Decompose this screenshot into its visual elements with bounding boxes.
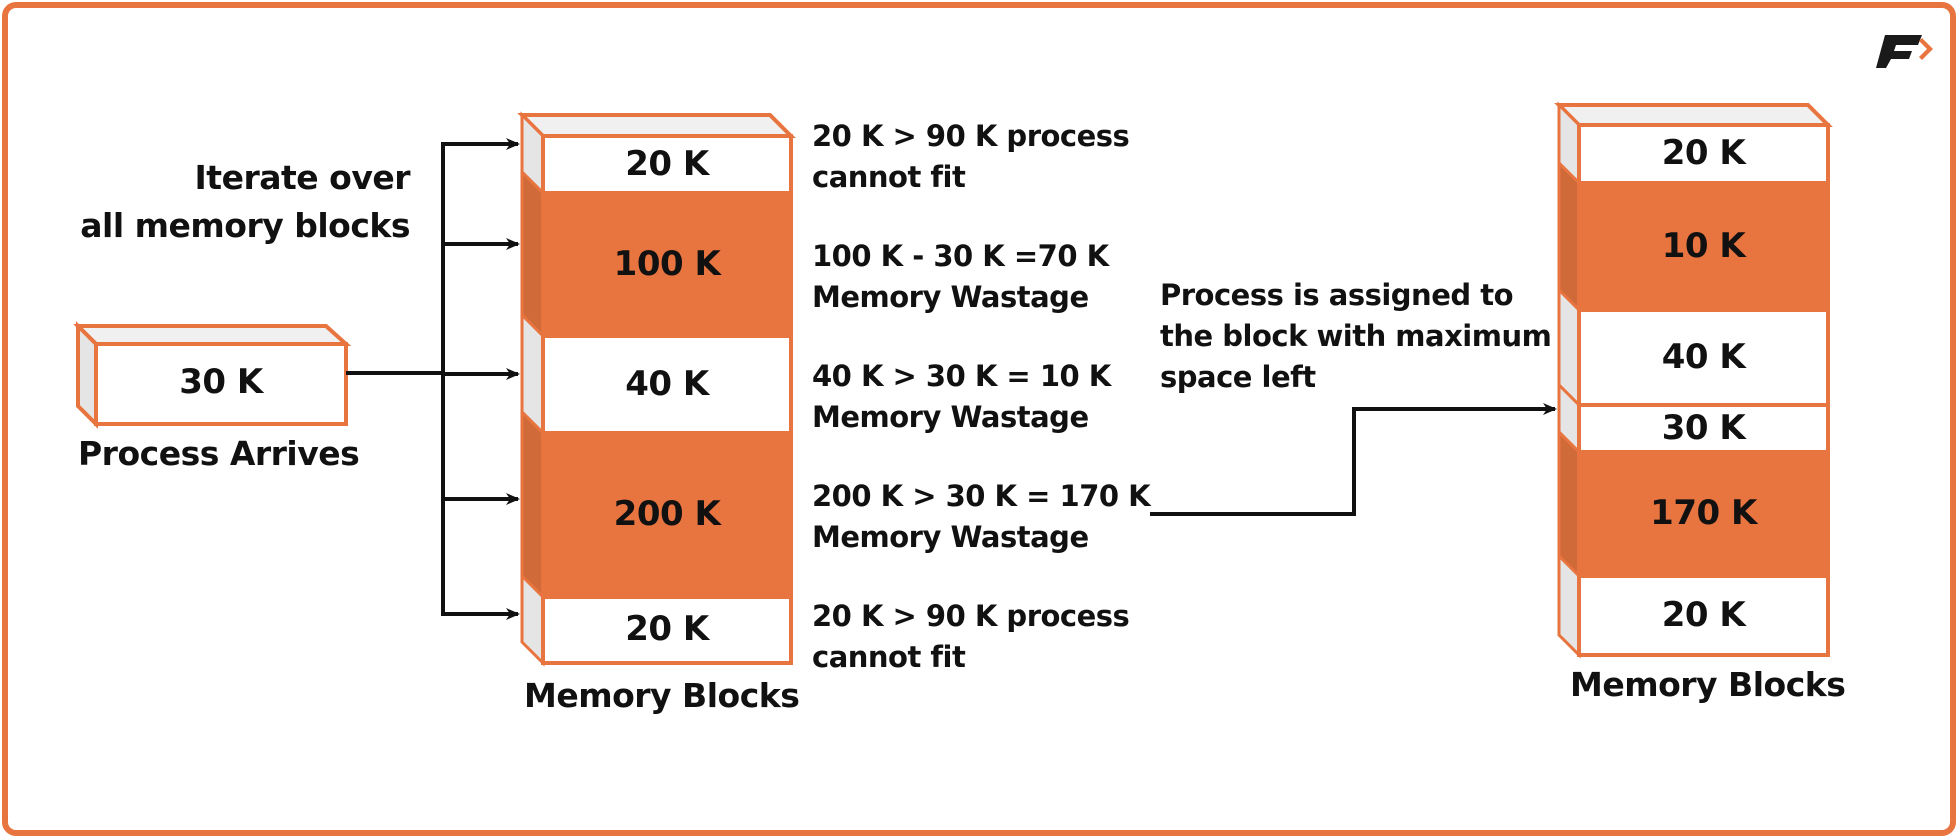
initial-memory-block-label: 100 K	[613, 243, 721, 284]
annotation-block-3: 40 K > 30 K = 10 K Memory Wastage	[812, 356, 1111, 438]
iterate-label: Iterate over all memory blocks	[60, 154, 410, 250]
final-memory-column	[1554, 101, 1833, 659]
annotation-block-5: 20 K > 90 K process cannot fit	[812, 596, 1130, 678]
annotation-line: 200 K > 30 K = 170 K	[812, 479, 1151, 513]
annotation-line: Memory Wastage	[812, 280, 1089, 314]
final-memory-block	[1577, 308, 1830, 407]
final-memory-block-label: 40 K	[1661, 336, 1746, 377]
process-box-front	[94, 342, 348, 426]
final-memory-top-face	[1554, 103, 1833, 127]
initial-memory-top-face	[517, 113, 796, 138]
assignment-note-line-2: the block with maximum	[1160, 319, 1552, 353]
assignment-note-line-3: space left	[1160, 360, 1316, 394]
final-memory-block-label: 30 K	[1661, 407, 1746, 448]
initial-memory-block-side	[520, 408, 545, 601]
annotation-line: Memory Wastage	[812, 400, 1089, 434]
process-box-side	[76, 321, 98, 429]
initial-memory-block	[541, 595, 793, 665]
annotation-line: cannot fit	[812, 160, 966, 194]
initial-memory-block-side	[520, 168, 545, 340]
annotation-block-1: 20 K > 90 K process cannot fit	[812, 116, 1130, 198]
final-memory-caption: Memory Blocks	[1570, 665, 1846, 704]
brand-logo-icon	[1876, 35, 1933, 68]
initial-memory-block-label: 40 K	[625, 363, 709, 404]
initial-memory-block-label: 200 K	[613, 494, 721, 534]
process-box-top	[73, 324, 352, 346]
annotation-line: 40 K > 30 K = 10 K	[812, 359, 1111, 393]
final-memory-block-label: 170 K	[1650, 493, 1757, 533]
final-memory-block-label: 20 K	[1661, 133, 1746, 173]
initial-memory-block-label: 20 K	[625, 143, 709, 184]
initial-memory-column	[517, 111, 796, 667]
annotation-line: Memory Wastage	[812, 520, 1089, 554]
annotation-block-2: 100 K - 30 K =70 K Memory Wastage	[812, 236, 1109, 318]
process-caption: Process Arrives	[78, 434, 360, 473]
final-memory-block-side	[1557, 159, 1581, 314]
annotation-line: 20 K > 90 K process	[812, 599, 1130, 633]
annotation-line: cannot fit	[812, 640, 966, 674]
iterate-label-line-1: Iterate over	[194, 158, 411, 197]
assignment-note: Process is assigned to the block with ma…	[1160, 275, 1552, 398]
assignment-note-line-1: Process is assigned to	[1160, 278, 1514, 312]
annotation-block-4: 200 K > 30 K = 170 K Memory Wastage	[812, 476, 1151, 558]
final-memory-block	[1577, 403, 1830, 454]
assignment-arrow	[1150, 403, 1557, 516]
process-box	[73, 321, 352, 429]
initial-memory-block	[541, 334, 793, 435]
final-memory-block	[1577, 181, 1830, 312]
iterate-label-line-2: all memory blocks	[80, 206, 410, 245]
final-memory-block-label: 20 K	[1661, 594, 1746, 635]
initial-memory-block-label: 20 K	[625, 609, 709, 649]
final-memory-block	[1577, 574, 1830, 657]
iterate-connectors	[346, 138, 520, 620]
process-size-label: 30 K	[179, 362, 263, 402]
initial-memory-caption: Memory Blocks	[524, 676, 800, 715]
annotation-line: 20 K > 90 K process	[812, 119, 1130, 153]
annotation-line: 100 K - 30 K =70 K	[812, 239, 1109, 273]
final-memory-block-side	[1557, 428, 1581, 580]
final-memory-block-label: 10 K	[1661, 225, 1746, 266]
